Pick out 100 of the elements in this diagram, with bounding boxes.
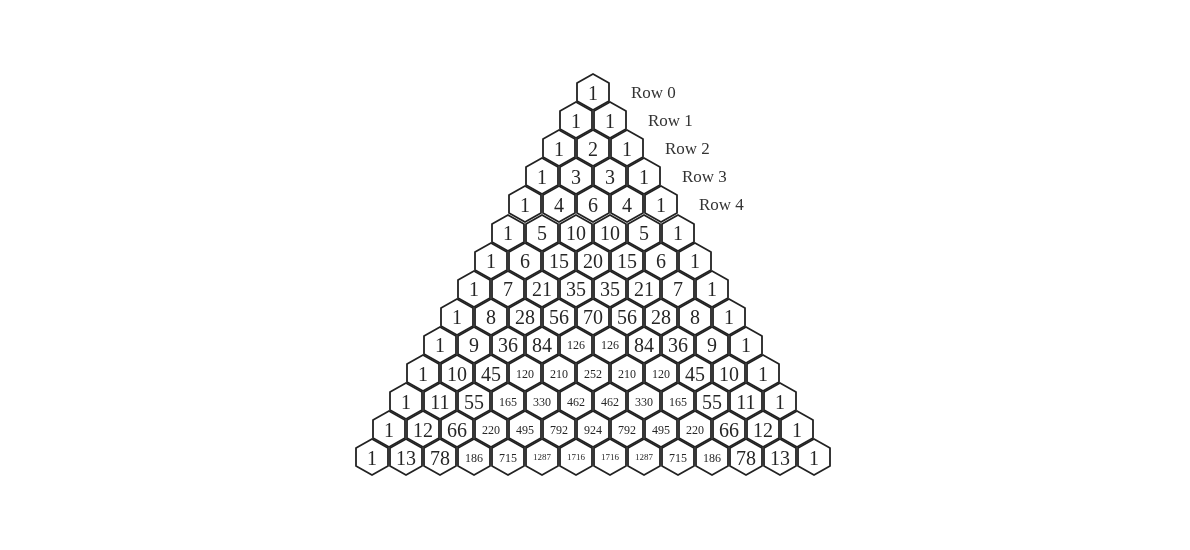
pascal-number: 1: [690, 251, 700, 272]
row-label: Row 4: [699, 195, 744, 213]
hexagon-cell: [508, 185, 542, 224]
pascal-number: 55: [702, 391, 722, 412]
hexagon-cell: [508, 354, 542, 392]
hexagon-cell: [644, 354, 678, 392]
pascal-number: 12: [413, 419, 433, 440]
hexagon-cell: [678, 241, 712, 280]
hexagon-cell: [593, 438, 627, 477]
hexagon-cell: [797, 438, 831, 477]
pascal-number: 120: [516, 367, 534, 380]
pascal-number: 715: [499, 451, 517, 464]
hexagon-cell: [763, 382, 797, 421]
pascal-number: 6: [656, 251, 666, 272]
pascal-number: 28: [515, 307, 535, 328]
pascal-number: 186: [465, 451, 483, 464]
hexagon-cell: [729, 325, 763, 364]
pascal-number: 210: [550, 367, 568, 380]
hexagon-cell: [542, 410, 576, 449]
hexagon-cell: [661, 382, 695, 421]
hexagon-cell: [661, 213, 695, 252]
pascal-number: 1: [554, 138, 564, 159]
hexagon-cell: [542, 129, 576, 168]
hexagon-cell: [559, 101, 593, 140]
hexagon-cell: [423, 438, 457, 477]
pascal-number: 126: [567, 339, 585, 352]
hexagon-cell: [525, 213, 559, 252]
pascal-number: 6: [588, 194, 598, 215]
pascal-number: 252: [584, 367, 602, 380]
pascal-number: 7: [673, 279, 683, 300]
hexagon-cell: [576, 185, 610, 224]
hexagon-cell: [457, 269, 491, 308]
hexagon-cell: [491, 382, 525, 421]
pascal-number: 10: [447, 363, 467, 384]
pascal-number: 11: [430, 391, 450, 412]
hexagon-cell: [372, 410, 406, 449]
hexagon-cell: [678, 410, 712, 449]
hexagon-cell: [763, 438, 797, 477]
hexagon-cell: [474, 410, 508, 449]
pascal-number: 13: [770, 447, 790, 468]
hexagon-cell: [644, 185, 678, 224]
pascal-number: 35: [566, 279, 586, 300]
pascal-number: 15: [617, 251, 637, 272]
hexagon-cell: [593, 325, 627, 364]
pascal-number: 10: [719, 363, 739, 384]
pascal-number: 220: [686, 423, 704, 436]
hexagon-cell: [780, 410, 814, 449]
pascal-number: 220: [482, 423, 500, 436]
hexagon-cell: [593, 157, 627, 196]
pascal-number: 66: [719, 419, 739, 440]
pascal-number: 1: [775, 391, 785, 412]
pascal-number: 1: [537, 166, 547, 187]
pascal-number: 8: [486, 307, 496, 328]
hexagon-cell: [644, 241, 678, 280]
hexagon-cell: [559, 325, 593, 364]
pascal-number: 1: [588, 82, 598, 103]
pascal-number: 6: [520, 251, 530, 272]
hexagon-cell: [559, 157, 593, 196]
hexagon-cell: [542, 185, 576, 224]
hexagon-cell: [627, 438, 661, 477]
pascal-number: 792: [550, 423, 568, 436]
row-label: Row 3: [682, 167, 727, 185]
pascal-number: 210: [618, 367, 636, 380]
pascal-number: 1: [435, 335, 445, 356]
hexagon-cell: [695, 269, 729, 308]
pascal-number: 1: [469, 279, 479, 300]
hexagon-cell: [627, 213, 661, 252]
hexagon-cell: [576, 129, 610, 168]
pascal-number: 1: [486, 251, 496, 272]
pascal-number: 56: [617, 307, 637, 328]
hexagon-cell: [423, 325, 457, 364]
hexagon-cell: [457, 325, 491, 364]
hexagon-cell: [678, 297, 712, 336]
pascal-number: 3: [605, 166, 615, 187]
pascal-number: 13: [396, 447, 416, 468]
pascal-number: 1287: [533, 453, 551, 463]
pascal-number: 1: [418, 363, 428, 384]
pascal-number: 10: [600, 223, 620, 243]
hexagon-cell: [491, 213, 525, 252]
pascal-number: 924: [584, 423, 602, 436]
pascal-number: 1: [673, 223, 683, 243]
hexagon-cell: [491, 438, 525, 477]
pascal-number: 78: [736, 447, 756, 468]
pascal-number: 36: [498, 335, 518, 356]
pascal-number: 1: [639, 166, 649, 187]
pascal-number: 36: [668, 335, 688, 356]
pascal-number: 1: [741, 335, 751, 356]
pascal-number: 792: [618, 423, 636, 436]
hexagon-cell: [746, 354, 780, 392]
pascal-number: 1: [503, 223, 513, 243]
hexagon-cell: [440, 297, 474, 336]
pascal-number: 495: [516, 423, 534, 436]
pascal-number: 9: [707, 335, 717, 356]
hexagon-cell: [712, 297, 746, 336]
pascal-number: 330: [533, 395, 551, 408]
hexagon-cell: [593, 101, 627, 140]
hexagon-cell: [576, 354, 610, 392]
hexagon-cell: [389, 438, 423, 477]
pascal-number: 84: [532, 335, 552, 356]
pascal-number: 84: [634, 335, 654, 356]
